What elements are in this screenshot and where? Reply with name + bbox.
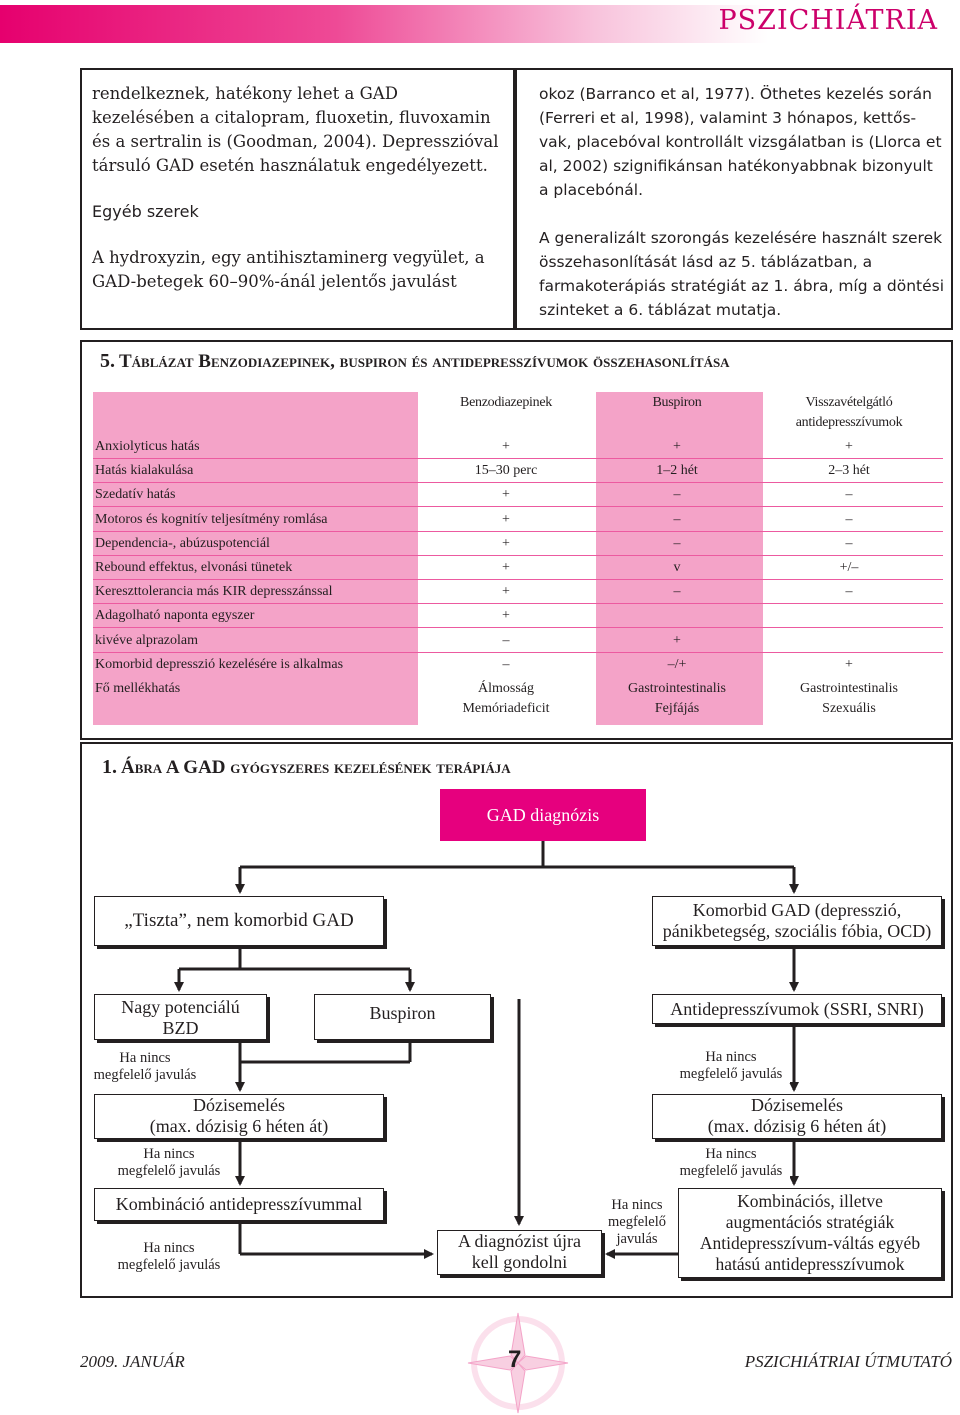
flowchart-figure: 1. Ábra A GAD gyógyszeres kezelésének te… (80, 742, 953, 1298)
table-cell-c3: – (845, 584, 853, 600)
table-cell-c1: + (502, 560, 510, 575)
gad-diagnosis-box: GAD diagnózis (440, 789, 646, 841)
buspiron-box: Buspiron (314, 994, 491, 1040)
table-cell-c1: Álmosság (478, 681, 534, 696)
table-row-label: Hatás kialakulása (95, 463, 194, 479)
table-row-label: Komorbid depresszió kezelésére is alkalm… (95, 656, 344, 672)
page-number: 7 (508, 1346, 522, 1373)
table-row-label: Motoros és kognitív teljesítmény romlása (95, 511, 328, 527)
right-paragraph-2: A generalizált szorongás kezelésére hasz… (539, 229, 945, 319)
table-cell-c2-line2: Fejfájás (654, 701, 700, 716)
no-improvement-note-left-1: Ha nincs megfelelő javulás (86, 1050, 204, 1084)
no-improvement-note-right-1: Ha nincs megfelelő javulás (672, 1049, 790, 1083)
table-header-2: Buspiron (652, 395, 702, 410)
header-bar (0, 5, 960, 43)
table-cell-c3: – (845, 535, 853, 551)
flowchart-connectors (174, 841, 799, 1259)
left-text-box: rendelkeznek, hatékony lehet a GAD kezel… (80, 68, 515, 330)
table-row-divider (93, 458, 943, 459)
table-cell-c1: + (502, 584, 510, 600)
table-cell-c2: v (673, 560, 681, 575)
footer-publication: PSZICHIÁTRIAI ÚTMUTATÓ (744, 1352, 952, 1371)
table-cell-c3: – (845, 487, 853, 503)
label-column-bg (93, 392, 418, 725)
dose-increase-box-left: Dózisemelés (max. dózisig 6 héten át) (94, 1094, 384, 1139)
high-potency-bzd-box: Nagy potenciálú BZD (94, 994, 267, 1040)
table-cell-c2: – (673, 511, 681, 527)
table-cell-c3: + (845, 439, 853, 454)
buspiron-column-bg (596, 392, 763, 725)
table-row-divider (93, 506, 943, 508)
table-cell-c3: 2–3 hét (828, 463, 870, 479)
table-cell-c1: + (502, 487, 510, 503)
table-cell-c3: +/– (839, 560, 859, 575)
table-row-label: Rebound effektus, elvonási tünetek (95, 560, 293, 575)
table-row-label: Dependencia-, abúzuspotenciál (95, 535, 270, 551)
table-cell-c2: – (673, 487, 681, 503)
no-improvement-note-middle: Ha nincs megfelelő javulás (598, 1197, 676, 1248)
dose-increase-box-right: Dózisemelés (max. dózisig 6 héten át) (652, 1094, 942, 1139)
rediagnose-box: A diagnózist újra kell gondolni (437, 1230, 602, 1275)
figure-title: 1. Ábra A GAD gyógyszeres kezelésének te… (102, 756, 511, 778)
no-improvement-note-left-3: Ha nincs megfelelő javulás (110, 1240, 228, 1274)
table-row-label: Adagolható naponta egyszer (95, 608, 255, 624)
no-improvement-note-right-2: Ha nincs megfelelő javulás (672, 1146, 790, 1180)
table-cell-c2: + (673, 439, 681, 454)
table-cell-c2: – (673, 584, 681, 600)
table-row-divider (93, 603, 943, 605)
left-paragraph-1: rendelkeznek, hatékony lehet a GAD kezel… (92, 84, 499, 175)
table-cell-c2: – (673, 535, 681, 551)
table-row-divider (93, 579, 943, 580)
table-row-divider (93, 627, 943, 629)
table-cell-c1: – (502, 632, 510, 648)
section-title: PSZICHIÁTRIA (718, 5, 938, 36)
right-text-box: okoz (Barranco et al, 1977). Öthetes kez… (515, 68, 953, 330)
pure-gad-box: „Tiszta”, nem komorbid GAD (94, 896, 384, 946)
table-row-divider (93, 554, 943, 556)
table-row-label: Fő mellékhatás (95, 681, 181, 696)
table-cell-c2: 1–2 hét (656, 463, 698, 479)
table-cell-c3: Gastrointestinalis (800, 681, 898, 696)
table-cell-c2: –/+ (667, 656, 687, 672)
table-row-label: Szedatív hatás (95, 487, 176, 503)
table-row-label: Kereszttolerancia más KIR depresszánssal (95, 584, 333, 600)
combination-strategies-box: Kombinációs, illetve augmentációs straté… (678, 1188, 942, 1278)
antidepressants-box: Antidepresszívumok (SSRI, SNRI) (652, 994, 942, 1024)
combination-antidepressant-box: Kombináció antidepresszívummal (94, 1188, 384, 1221)
table-cell-c1: – (502, 656, 510, 672)
footer-date: 2009. JANUÁR (80, 1352, 185, 1371)
table-row-divider (93, 530, 943, 532)
table-row-divider (93, 482, 943, 484)
table-cell-c2: Gastrointestinalis (628, 681, 726, 696)
table-row-label: Anxiolyticus hatás (95, 439, 200, 454)
table-cell-c1-line2: Memóriadeficit (462, 701, 550, 716)
table-header-3: Visszavételgátló (805, 395, 893, 410)
table-cell-c3-line2: Szexuális (822, 701, 876, 716)
table-header-1: Benzodiazepinek (460, 395, 552, 410)
table-cell-c1: + (502, 535, 510, 551)
comorbid-gad-box: Komorbid GAD (depresszió, pánikbetegség,… (652, 896, 942, 946)
subheading-other-agents: Egyéb szerek (92, 202, 199, 221)
table-cell-c3: + (845, 656, 853, 672)
table-cell-c1: + (502, 439, 510, 454)
table-cell-c2: + (673, 632, 681, 648)
table-row-label: kivéve alprazolam (95, 632, 199, 648)
compass-watermark (467, 1312, 569, 1414)
table-cell-c1: 15–30 perc (474, 463, 538, 479)
no-improvement-note-left-2: Ha nincs megfelelő javulás (110, 1146, 228, 1180)
comparison-table: 5. Táblázat Benzodiazepinek, buspiron és… (80, 340, 953, 740)
table-header-4: antidepresszívumok (795, 415, 903, 430)
table-title: 5. Táblázat Benzodiazepinek, buspiron és… (100, 350, 730, 372)
table-cell-c1: + (502, 608, 510, 624)
left-paragraph-2: A hydroxyzin, egy antihisztaminerg vegyü… (92, 248, 485, 291)
right-paragraph-1: okoz (Barranco et al, 1977). Öthetes kez… (539, 85, 942, 199)
table-row-divider (93, 651, 943, 653)
table-cell-c3: – (845, 511, 853, 527)
table-cell-c1: + (502, 511, 510, 527)
